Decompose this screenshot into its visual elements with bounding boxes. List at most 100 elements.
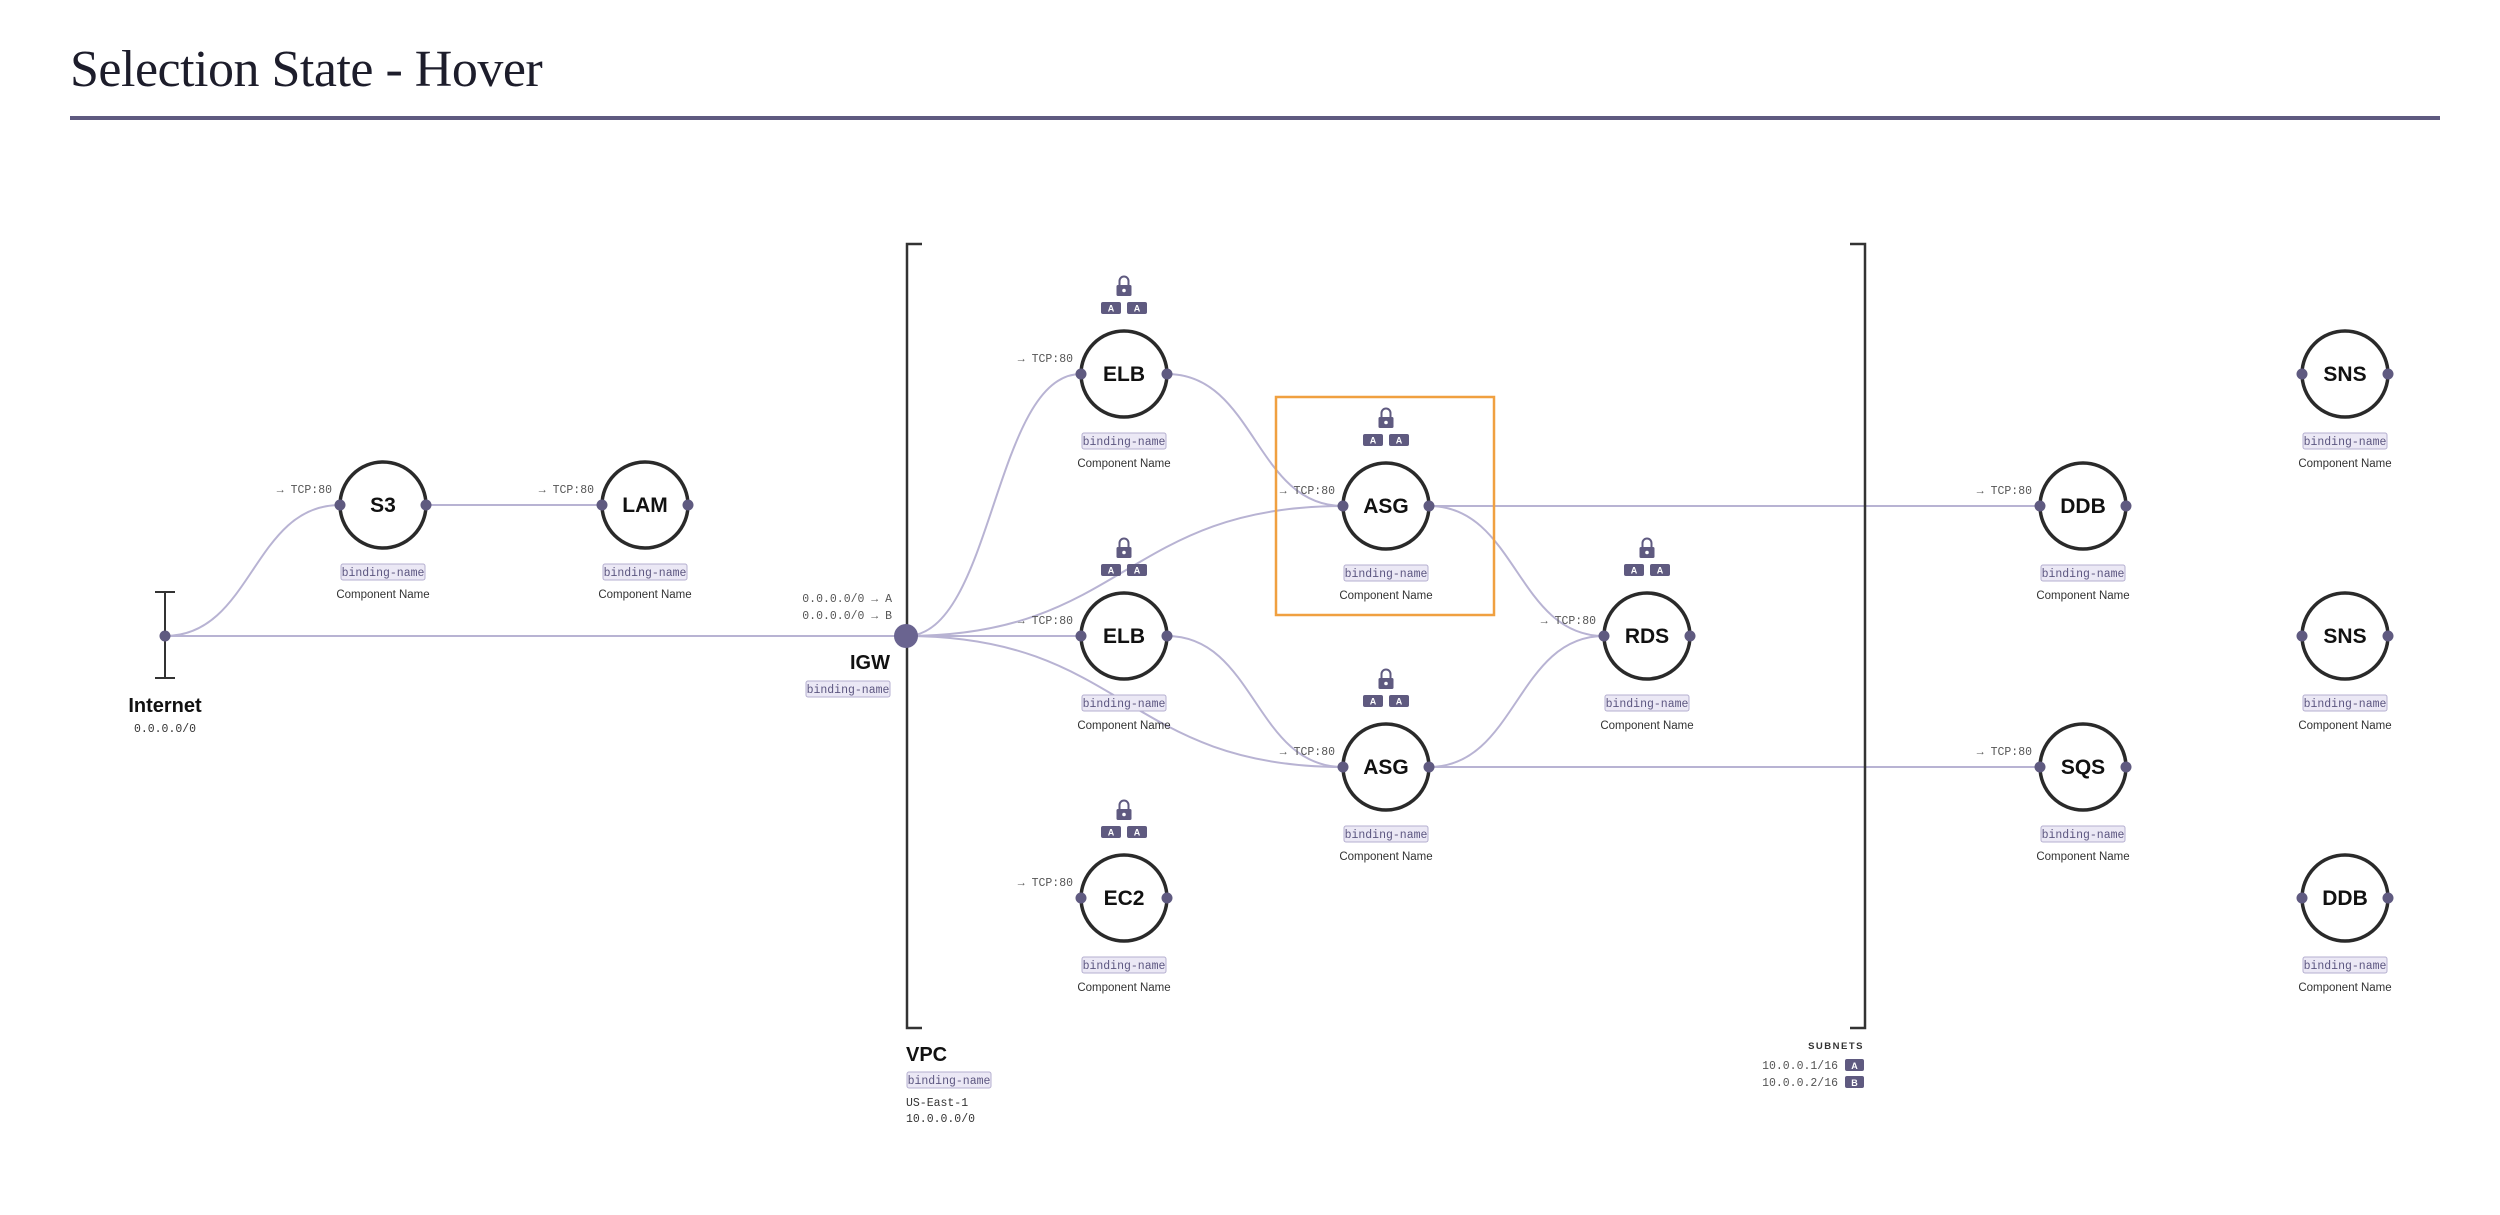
ddb2-input-port[interactable] xyxy=(2296,892,2308,904)
asg2-port-label: → TCP:80 xyxy=(1280,746,1335,759)
lam-output-port[interactable] xyxy=(682,499,694,511)
elb2-label: ELB xyxy=(1103,625,1145,648)
subnet-a-cidr: 10.0.0.1/16 xyxy=(1762,1060,1838,1073)
sqs-binding-tag[interactable]: binding-name xyxy=(2042,829,2125,842)
internet-endpoint[interactable]: Internet 0.0.0.0/0 xyxy=(128,591,202,736)
igw-hub[interactable] xyxy=(894,624,918,648)
vpc-binding-tag[interactable]: binding-name xyxy=(908,1075,991,1088)
sns2-binding-tag[interactable]: binding-name xyxy=(2304,698,2387,711)
ddb1-input-port[interactable] xyxy=(2034,500,2046,512)
s3-component-name: Component Name xyxy=(336,589,429,601)
ddb2-binding-tag[interactable]: binding-name xyxy=(2304,960,2387,973)
s3-input-port[interactable] xyxy=(334,499,346,511)
ddb1-output-port[interactable] xyxy=(2120,500,2132,512)
asg1-binding-tag[interactable]: binding-name xyxy=(1345,568,1428,581)
sqs-label: SQS xyxy=(2061,756,2105,779)
asg1-input-port[interactable] xyxy=(1337,500,1349,512)
sqs-input-port[interactable] xyxy=(2034,761,2046,773)
sqs-output-port[interactable] xyxy=(2120,761,2132,773)
lam-binding-tag[interactable]: binding-name xyxy=(604,567,687,580)
ddb1-binding-tag-bg xyxy=(2040,564,2126,582)
sns1-output-port[interactable] xyxy=(2382,368,2394,380)
elb2-binding-tag[interactable]: binding-name xyxy=(1083,698,1166,711)
elb2-input-port[interactable] xyxy=(1075,630,1087,642)
edge-asg1-rds xyxy=(1428,505,1605,637)
igw-gateway[interactable]: 0.0.0.0/0 → A 0.0.0.0/0 → B IGW binding-… xyxy=(802,593,918,698)
sns1-input-port[interactable] xyxy=(2296,368,2308,380)
sns2-output-port[interactable] xyxy=(2382,630,2394,642)
elb1-subnet-badge: A xyxy=(1108,304,1115,314)
rds-component-name: Component Name xyxy=(1600,720,1693,732)
ec2-port-label: → TCP:80 xyxy=(1018,877,1073,890)
lock-icon xyxy=(1378,668,1394,689)
ec2-output-port[interactable] xyxy=(1161,892,1173,904)
subnet-b-badge-bg xyxy=(1845,1076,1864,1088)
asg2-label: ASG xyxy=(1363,756,1409,779)
lam-label: LAM xyxy=(622,494,668,517)
s3-binding-tag[interactable]: binding-name xyxy=(342,567,425,580)
ec2-subnet-badge: A xyxy=(1108,828,1115,838)
rds-binding-tag-bg xyxy=(1604,694,1690,712)
subnet-a-badge-bg xyxy=(1845,1059,1864,1071)
ddb2-output-port[interactable] xyxy=(2382,892,2394,904)
asg1-subnet-badge-bg xyxy=(1363,434,1383,446)
edge-internet-s3 xyxy=(164,504,341,637)
asg2-input-port[interactable] xyxy=(1337,761,1349,773)
igw-binding-tag[interactable]: binding-name xyxy=(807,684,890,697)
ddb1-binding-tag[interactable]: binding-name xyxy=(2042,568,2125,581)
asg2-output-port[interactable] xyxy=(1423,761,1435,773)
elb2-port-label: → TCP:80 xyxy=(1018,615,1073,628)
rds-subnet-badge-bg xyxy=(1650,564,1670,576)
lock-shackle xyxy=(1118,537,1130,547)
ec2-binding-tag[interactable]: binding-name xyxy=(1083,960,1166,973)
asg1-output-port[interactable] xyxy=(1423,500,1435,512)
rds-output-port[interactable] xyxy=(1684,630,1696,642)
elb1-input-port[interactable] xyxy=(1075,368,1087,380)
lam-input-port[interactable] xyxy=(596,499,608,511)
lock-icon xyxy=(1116,799,1132,820)
internet-port[interactable] xyxy=(159,630,171,642)
sns1-binding-tag[interactable]: binding-name xyxy=(2304,436,2387,449)
elb1-output-port[interactable] xyxy=(1161,368,1173,380)
lock-shackle xyxy=(1118,275,1130,285)
internet-label: Internet xyxy=(128,695,202,717)
ddb1-label: DDB xyxy=(2060,495,2106,518)
edge-asg2-rds xyxy=(1428,635,1605,768)
rds-binding-tag[interactable]: binding-name xyxy=(1606,698,1689,711)
asg2-binding-tag[interactable]: binding-name xyxy=(1345,829,1428,842)
ddb2-label: DDB xyxy=(2322,887,2368,910)
s3-output-port[interactable] xyxy=(420,499,432,511)
elb2-subnet-badge-bg xyxy=(1101,564,1121,576)
ec2-input-port[interactable] xyxy=(1075,892,1087,904)
lock-shackle xyxy=(1118,799,1130,809)
lam-component-name: Component Name xyxy=(598,589,691,601)
rds-input-port[interactable] xyxy=(1598,630,1610,642)
ec2-binding-tag-bg xyxy=(1081,956,1167,974)
igw-label: IGW xyxy=(850,652,890,674)
subnet-b-cidr: 10.0.0.2/16 xyxy=(1762,1077,1838,1090)
sns2-input-port[interactable] xyxy=(2296,630,2308,642)
asg2-component-name: Component Name xyxy=(1339,851,1432,863)
s3-port-label: → TCP:80 xyxy=(277,484,332,497)
elb1-binding-tag[interactable]: binding-name xyxy=(1083,436,1166,449)
vpc-bracket-right xyxy=(1850,242,1867,1030)
elb2-output-port[interactable] xyxy=(1161,630,1173,642)
sqs-port-label: → TCP:80 xyxy=(1977,746,2032,759)
elb2-component-name: Component Name xyxy=(1077,720,1170,732)
sqs-component-name: Component Name xyxy=(2036,851,2129,863)
asg1-component-name: Component Name xyxy=(1339,590,1432,602)
